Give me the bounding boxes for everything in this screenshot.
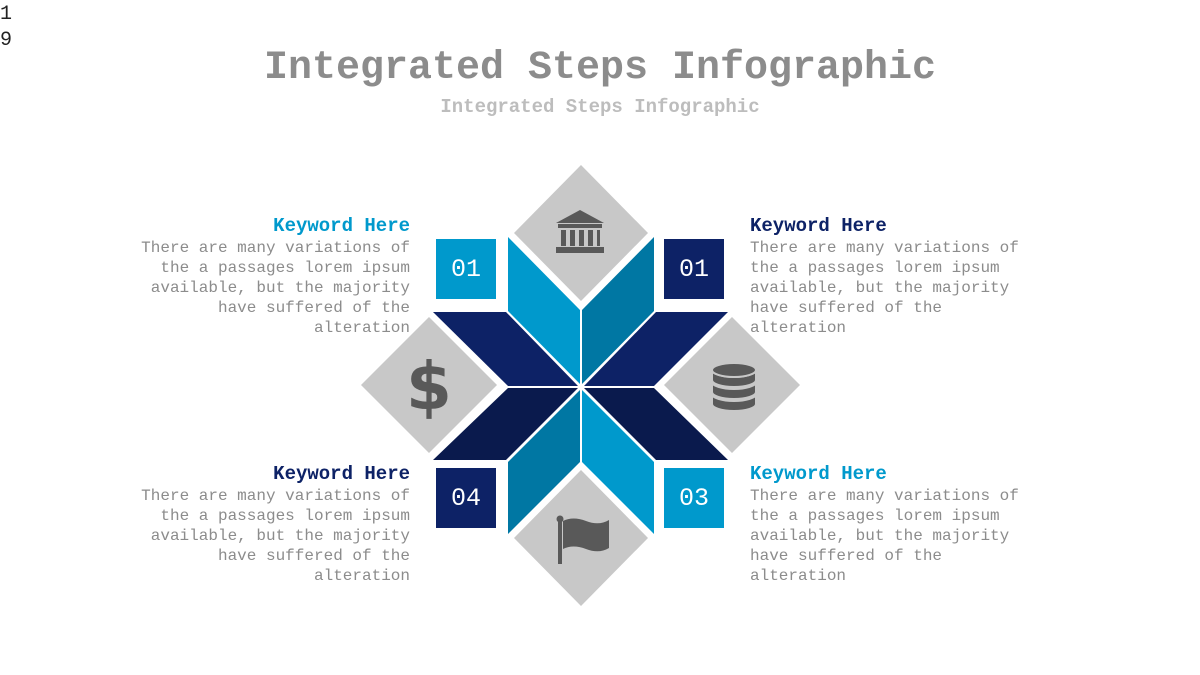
- flag-icon: [556, 515, 609, 564]
- step-keyword: Keyword Here: [273, 215, 410, 237]
- step-number-box-bottom-left: 04: [436, 468, 496, 528]
- step-number: 04: [450, 483, 481, 513]
- step-description: There are many variations of the a passa…: [141, 239, 410, 337]
- bank-icon: [556, 210, 604, 253]
- step-number-box-top-left: 01: [436, 239, 496, 299]
- top-right-blade: [582, 237, 654, 384]
- top-left-blade: [508, 237, 580, 384]
- page-subtitle: Integrated Steps Infographic: [440, 96, 760, 118]
- slide-number: 19: [0, 3, 13, 52]
- step-number: 03: [678, 483, 709, 513]
- step-number-box-top-right: 01: [664, 239, 724, 299]
- right-bottom-blade: [584, 388, 728, 460]
- step-description: There are many variations of the a passa…: [141, 487, 410, 585]
- right-top-blade: [584, 312, 728, 386]
- step-text-top-right: Keyword Here There are many variations o…: [750, 214, 1040, 338]
- step-description: There are many variations of the a passa…: [750, 239, 1019, 337]
- step-text-bottom-right: Keyword Here There are many variations o…: [750, 462, 1040, 586]
- step-keyword: Keyword Here: [273, 463, 410, 485]
- step-description: There are many variations of the a passa…: [750, 487, 1019, 585]
- step-text-bottom-left: Keyword Here There are many variations o…: [120, 462, 410, 586]
- left-top-blade: [433, 312, 578, 386]
- step-number: 01: [678, 254, 709, 284]
- step-keyword: Keyword Here: [750, 463, 887, 485]
- page-title: Integrated Steps Infographic: [263, 46, 937, 91]
- center-pinwheel: [433, 237, 728, 534]
- left-diamond: [361, 317, 497, 453]
- left-bottom-blade: [433, 388, 578, 460]
- step-number: 01: [450, 254, 481, 284]
- step-number-box-bottom-right: 03: [664, 468, 724, 528]
- bottom-left-blade: [508, 390, 580, 534]
- database-icon: [711, 362, 757, 412]
- step-keyword: Keyword Here: [750, 215, 887, 237]
- step-text-top-left: Keyword Here There are many variations o…: [120, 214, 410, 338]
- dollar-icon: $: [406, 348, 452, 425]
- bottom-right-blade: [582, 390, 654, 534]
